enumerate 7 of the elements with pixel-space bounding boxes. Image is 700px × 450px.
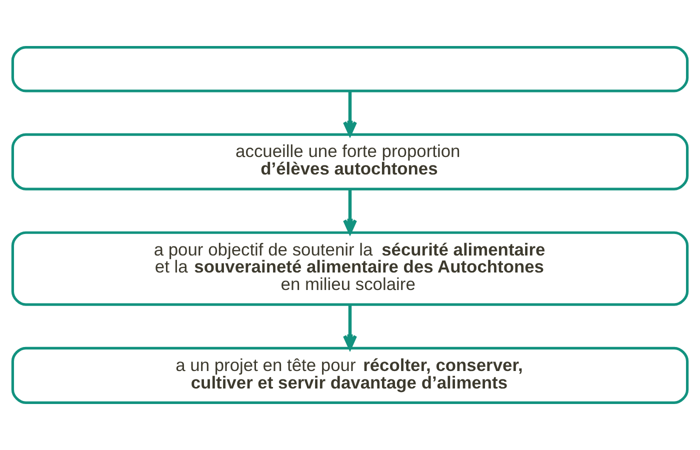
arrow — [342, 304, 358, 350]
node-box: accueille une forte proportion d’élèves autochtones — [11, 133, 689, 190]
node-box — [11, 46, 689, 92]
arrow — [342, 91, 358, 136]
node-box: a pour objectif de soutenir la sécurité alimentaire et la souveraineté alimentaire des Autochtones en milieu scolaire — [11, 231, 689, 306]
arrow — [342, 189, 358, 234]
node-box: a un projet en tête pour récolter, conserver, cultiver et servir davantage d’aliments — [11, 346, 689, 404]
